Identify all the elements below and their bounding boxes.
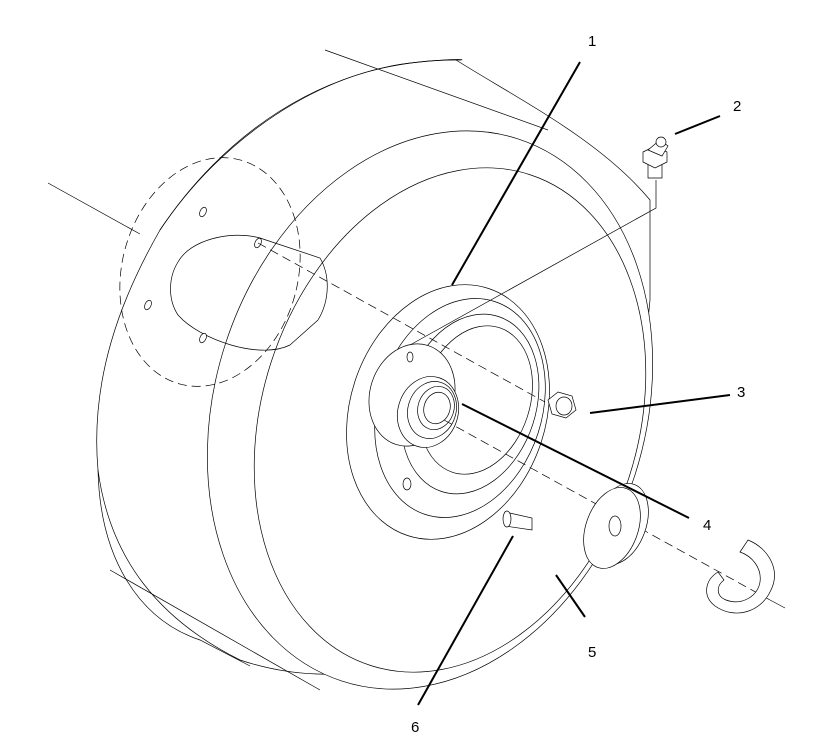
valve-stem-cap <box>502 510 512 528</box>
back-hub-hole-3 <box>144 299 152 311</box>
bearing-bore <box>423 391 451 425</box>
tread-edge-top <box>324 49 549 131</box>
tire-back-edge <box>97 469 251 667</box>
fitting-axis-line <box>409 180 657 346</box>
grease-hole <box>406 351 414 363</box>
leader-4 <box>461 403 690 519</box>
tire-back-rim <box>159 59 463 231</box>
callout-3: 3 <box>737 384 745 401</box>
leader-2 <box>674 115 721 135</box>
back-hub <box>119 157 328 387</box>
back-hub-disc <box>119 157 301 387</box>
back-hub-hole-4 <box>199 332 207 344</box>
washer <box>583 483 649 569</box>
callout-5: 5 <box>588 644 596 661</box>
hex-nut-face <box>555 396 573 416</box>
axle-centerline-right <box>769 599 786 609</box>
bearing <box>397 376 459 448</box>
tire-sidewall-ring <box>253 167 647 673</box>
bearing-ring-1 <box>407 381 457 439</box>
bolt-axis-line <box>257 242 546 403</box>
valve-stem <box>502 510 533 531</box>
axle-centerline-left <box>47 182 141 235</box>
grease-fitting <box>642 136 669 179</box>
callout-4: 4 <box>703 517 711 534</box>
back-hub-hole-1 <box>199 206 207 218</box>
hex-nut <box>547 391 577 419</box>
tread-edge-bottom <box>109 569 321 691</box>
retaining-ring <box>706 539 775 614</box>
bearing-ring-2 <box>417 386 455 430</box>
back-hub-shaft <box>170 234 328 351</box>
leader-3 <box>589 394 731 414</box>
leader-1 <box>451 61 581 286</box>
washer-hole <box>608 515 622 537</box>
grease-fitting-tip <box>655 136 667 148</box>
callout-1: 1 <box>588 33 596 50</box>
callout-2: 2 <box>733 98 741 115</box>
valve-hole <box>402 477 412 491</box>
callout-6: 6 <box>411 719 419 736</box>
leader-6 <box>417 535 514 706</box>
leader-5 <box>555 574 586 618</box>
